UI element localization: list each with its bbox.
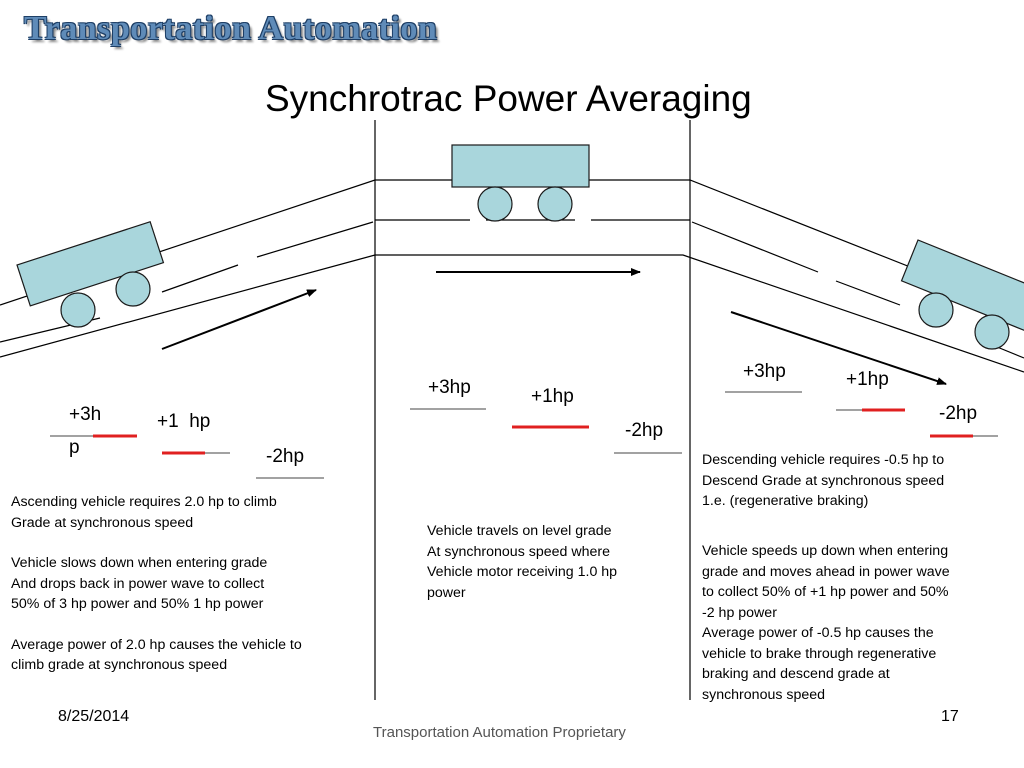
direction-arrow-left [161,289,317,350]
right-hp-plus1: +1hp [846,369,889,390]
vehicle-wheel [918,292,954,328]
brand-logo-text: Transportation Automation [24,10,438,47]
footer-date: 8/25/2014 [58,708,130,725]
vehicle-ascending [16,220,165,328]
left-desc-paragraph: Vehicle slows down when entering grade A… [11,555,268,612]
vehicle-body [16,220,165,307]
left-hp-plus1: +1 hp [157,411,211,432]
vehicle-level [451,144,590,222]
left-hp-plus3: +3h [69,404,102,425]
vehicle-wheel [115,271,151,307]
middle-hp-plus3: +3hp [428,377,471,398]
footer-proprietary: Transportation Automation Proprietary [373,724,626,741]
power-wave-right [725,391,998,438]
direction-arrow-right [730,311,947,385]
power-wave-left [50,434,324,479]
footer-page-number: 17 [941,708,959,725]
rail-middle-seg [691,221,819,273]
track-rails [0,179,1024,373]
slide-title: Synchrotrac Power Averaging [265,78,752,119]
rail-middle-seg [161,264,239,293]
rail-middle-seg [256,221,374,258]
rail-bottom [0,254,1024,373]
right-description-1: Descending vehicle requires -0.5 hp to D… [702,452,945,509]
rail-middle-seg [835,280,901,306]
vehicle-wheel [60,292,96,328]
middle-hp-minus2: -2hp [625,420,664,441]
left-hp-minus2: -2hp [266,446,305,467]
left-desc-paragraph: Average power of 2.0 hp causes the vehic… [11,636,302,674]
vehicle-wheel [974,314,1010,350]
middle-description: Vehicle travels on level grade At synchr… [427,523,618,601]
right-hp-plus3: +3hp [743,361,786,382]
left-description: Ascending vehicle requires 2.0 hp to cli… [11,492,351,676]
left-desc-paragraph: Ascending vehicle requires 2.0 hp to cli… [11,494,277,531]
vehicle-body [900,239,1024,333]
middle-hp-plus1: +1hp [531,386,574,407]
left-hp-plus3-wrap: p [69,437,80,458]
power-wave-middle [410,408,682,454]
right-hp-minus2: -2hp [939,403,978,424]
vehicle-wheel [477,186,513,222]
right-description-2: Vehicle speeds up down when entering gra… [702,543,950,703]
vehicle-wheel [537,186,573,222]
vehicle-descending [900,239,1024,350]
vehicle-body [451,144,590,188]
